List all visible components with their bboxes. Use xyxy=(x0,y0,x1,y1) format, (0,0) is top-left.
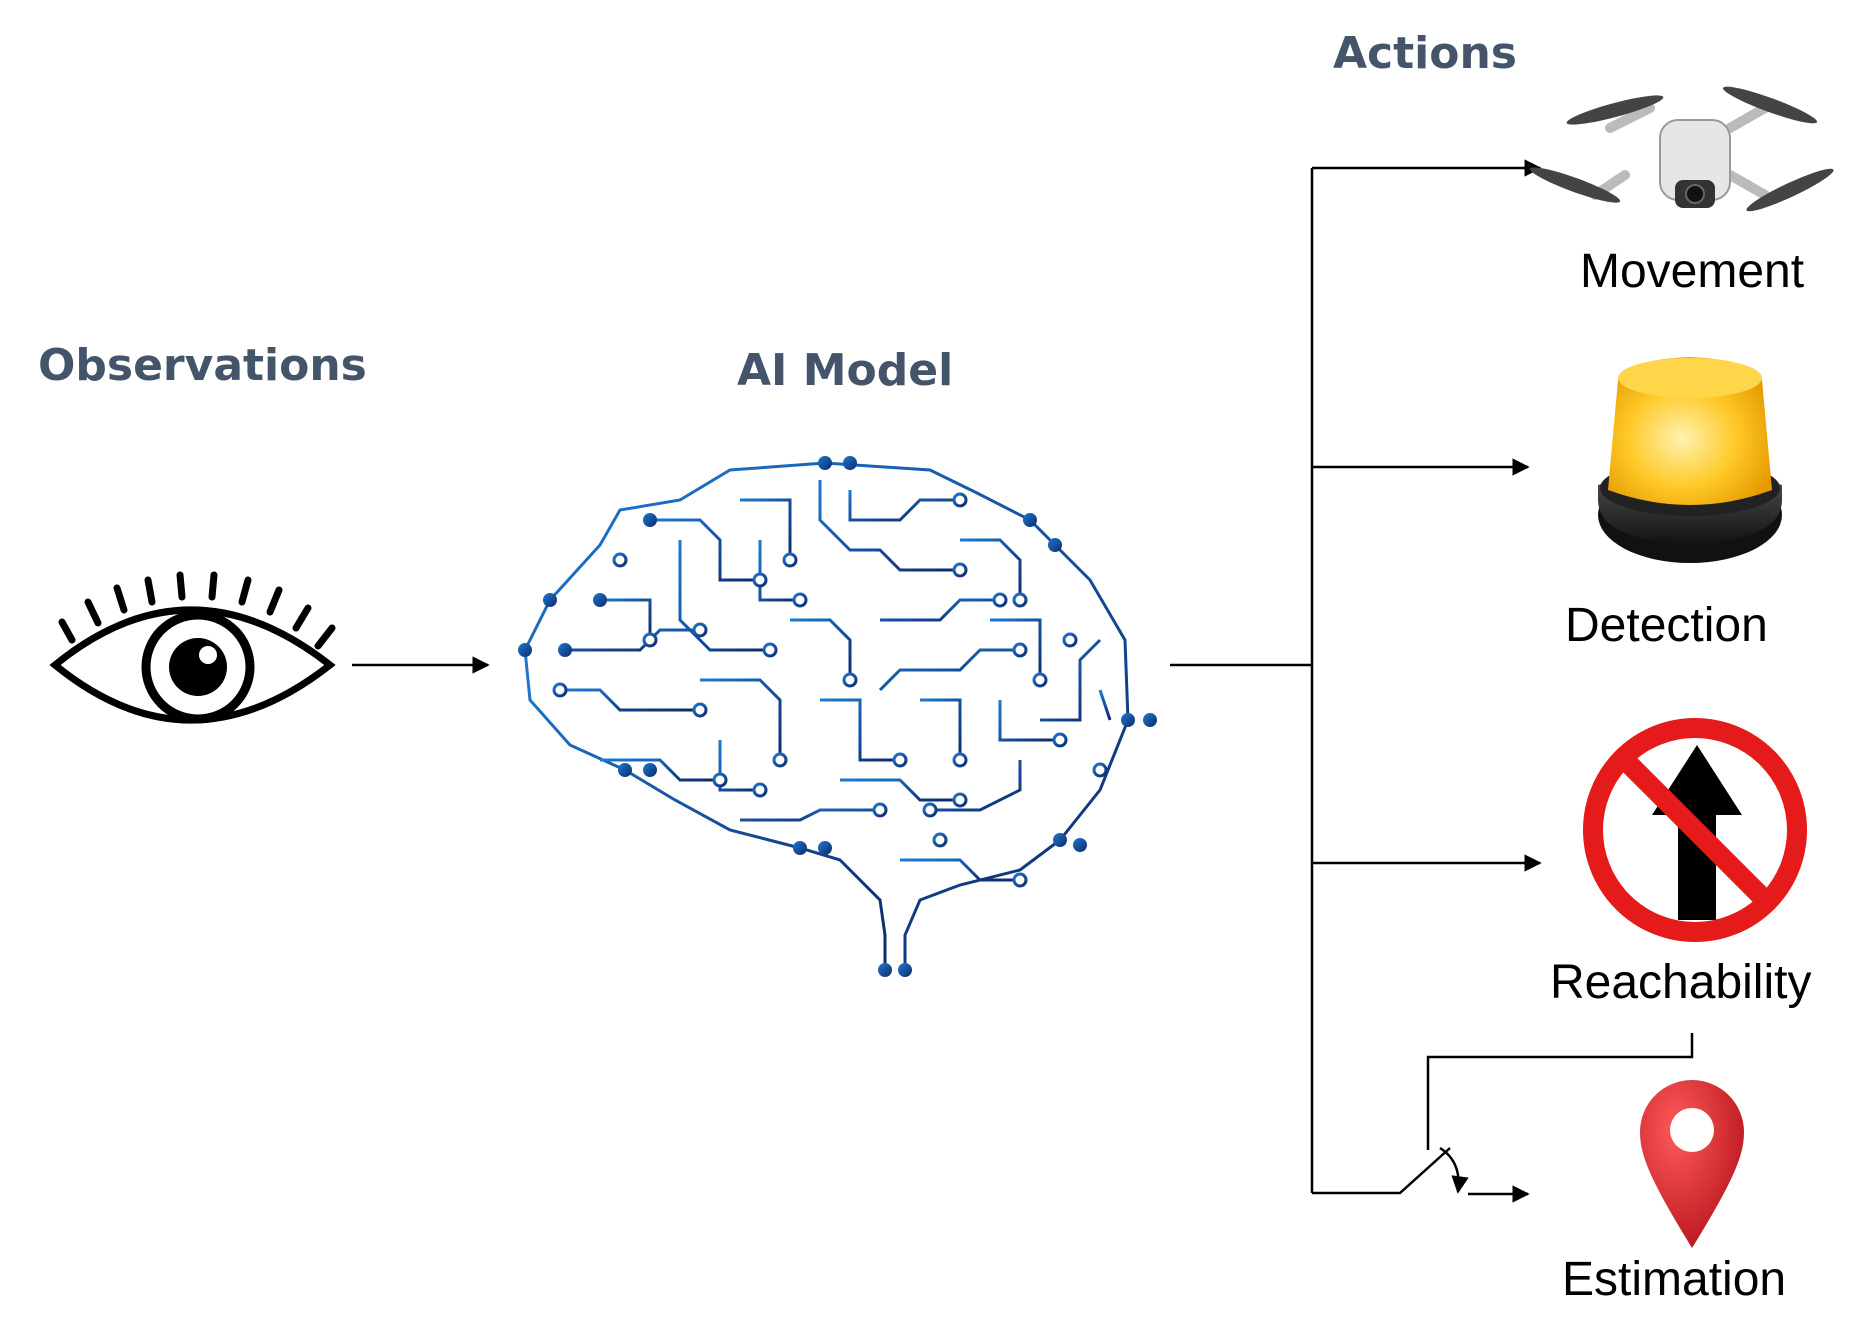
brain-circuit-icon xyxy=(518,456,1157,977)
no-entry-sign-icon xyxy=(1583,718,1807,942)
action-label-movement: Movement xyxy=(1580,245,1805,298)
action-label-detection: Detection xyxy=(1565,599,1768,652)
observations-heading: Observations xyxy=(38,340,367,391)
location-pin-icon xyxy=(1640,1080,1744,1248)
eye-icon xyxy=(49,571,336,724)
action-connectors xyxy=(1170,159,1694,1203)
actions-heading: Actions xyxy=(1333,28,1517,79)
action-label-reachability: Reachability xyxy=(1550,956,1812,1009)
ai-model-heading: AI Model xyxy=(737,345,954,396)
alarm-light-icon xyxy=(1598,357,1782,563)
action-label-estimation: Estimation xyxy=(1562,1253,1787,1306)
drone-icon xyxy=(1529,86,1834,212)
